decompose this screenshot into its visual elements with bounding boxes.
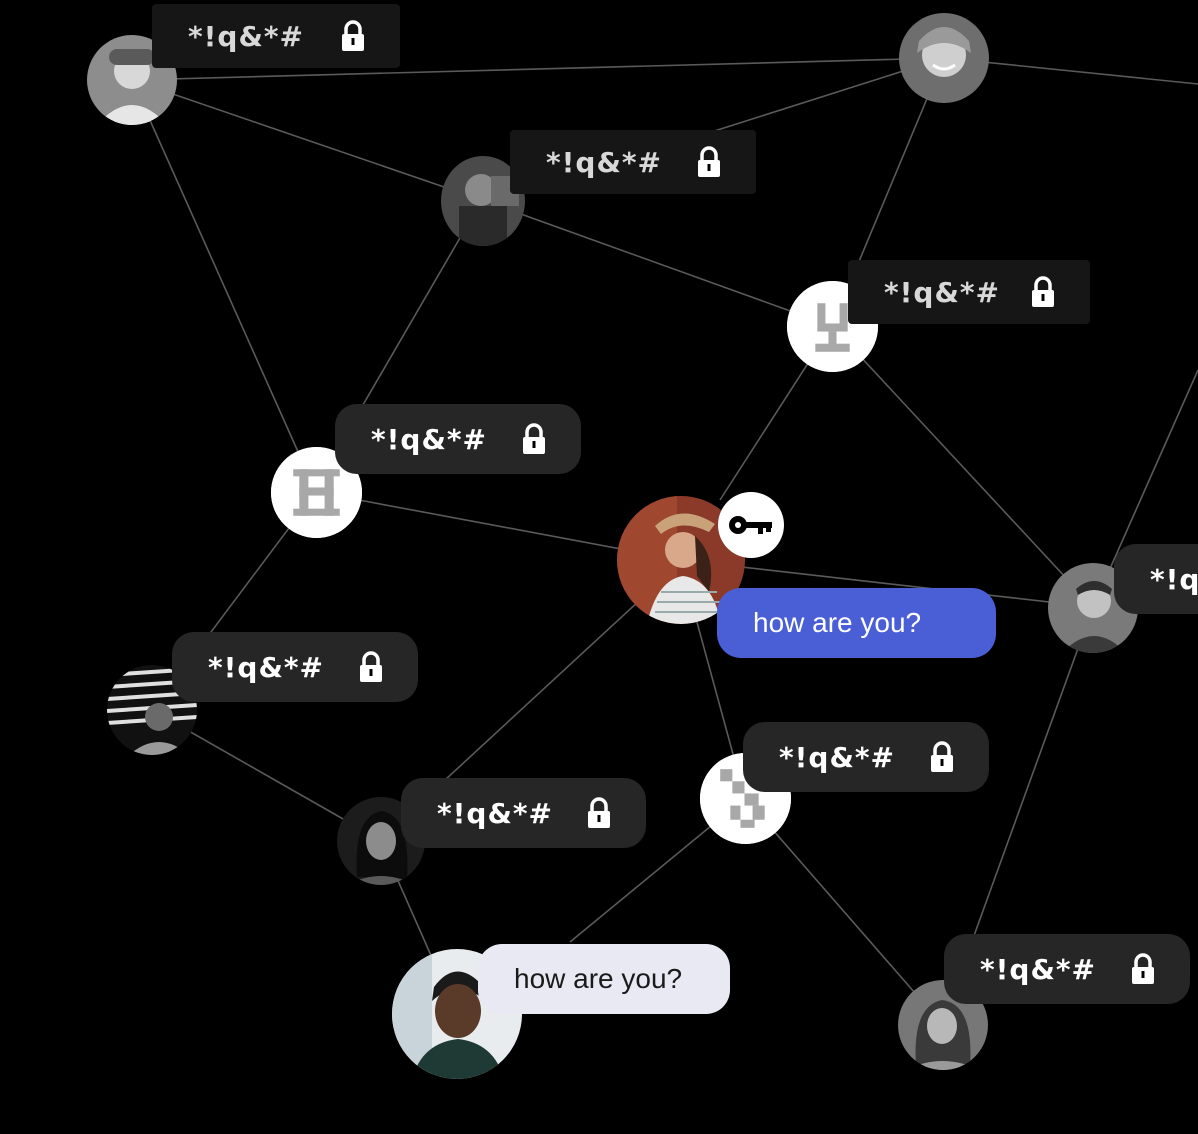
- encrypted-text: *!q&*#: [1150, 562, 1198, 596]
- encrypted-text: *!q&*#: [980, 952, 1096, 986]
- lock-icon: [931, 741, 953, 772]
- message-text: how are you?: [753, 607, 922, 638]
- encrypted-text: *!q&*#: [371, 422, 487, 456]
- decrypted-message-bubble: how are you?: [478, 944, 730, 1014]
- encrypted-text: *!q&*#: [188, 19, 304, 53]
- encrypted-text: *!q&*#: [884, 275, 1000, 309]
- encrypted-message-pill: *!q&*#: [848, 260, 1090, 324]
- encrypted-message-pill: *!q&*#: [510, 130, 756, 194]
- encrypted-message-pill: *!q&*#: [944, 934, 1190, 1004]
- encrypted-message-pill: *!q&*#: [401, 778, 646, 848]
- avatar-top-right[interactable]: [899, 13, 989, 103]
- message-text: how are you?: [514, 963, 683, 994]
- encrypted-text: *!q&*#: [779, 740, 895, 774]
- encrypted-message-pill: *!q&*#: [172, 632, 418, 702]
- lock-icon: [698, 146, 720, 177]
- avatar-left-striped[interactable]: [107, 665, 197, 755]
- encrypted-message-pill: *!q&*#: [743, 722, 989, 792]
- lock-icon: [588, 797, 610, 828]
- lock-icon: [1032, 276, 1054, 307]
- encrypted-message-pill-clipped: *!q&*#: [1114, 544, 1198, 614]
- lock-icon: [342, 20, 364, 51]
- key-badge: [718, 492, 784, 558]
- encrypted-message-pill: *!q&*#: [152, 4, 400, 68]
- lock-icon: [1132, 953, 1154, 984]
- encrypted-text: *!q&*#: [208, 650, 324, 684]
- key-icon: [729, 516, 772, 534]
- avatar-upper-middle[interactable]: [441, 156, 525, 246]
- lock-icon: [523, 423, 545, 454]
- encrypted-text: *!q&*#: [437, 796, 553, 830]
- lock-icon: [360, 651, 382, 682]
- encrypted-message-pill: *!q&*#: [335, 404, 581, 474]
- encrypted-text: *!q&*#: [546, 145, 662, 179]
- decrypted-message-bubble: how are you?: [717, 588, 996, 658]
